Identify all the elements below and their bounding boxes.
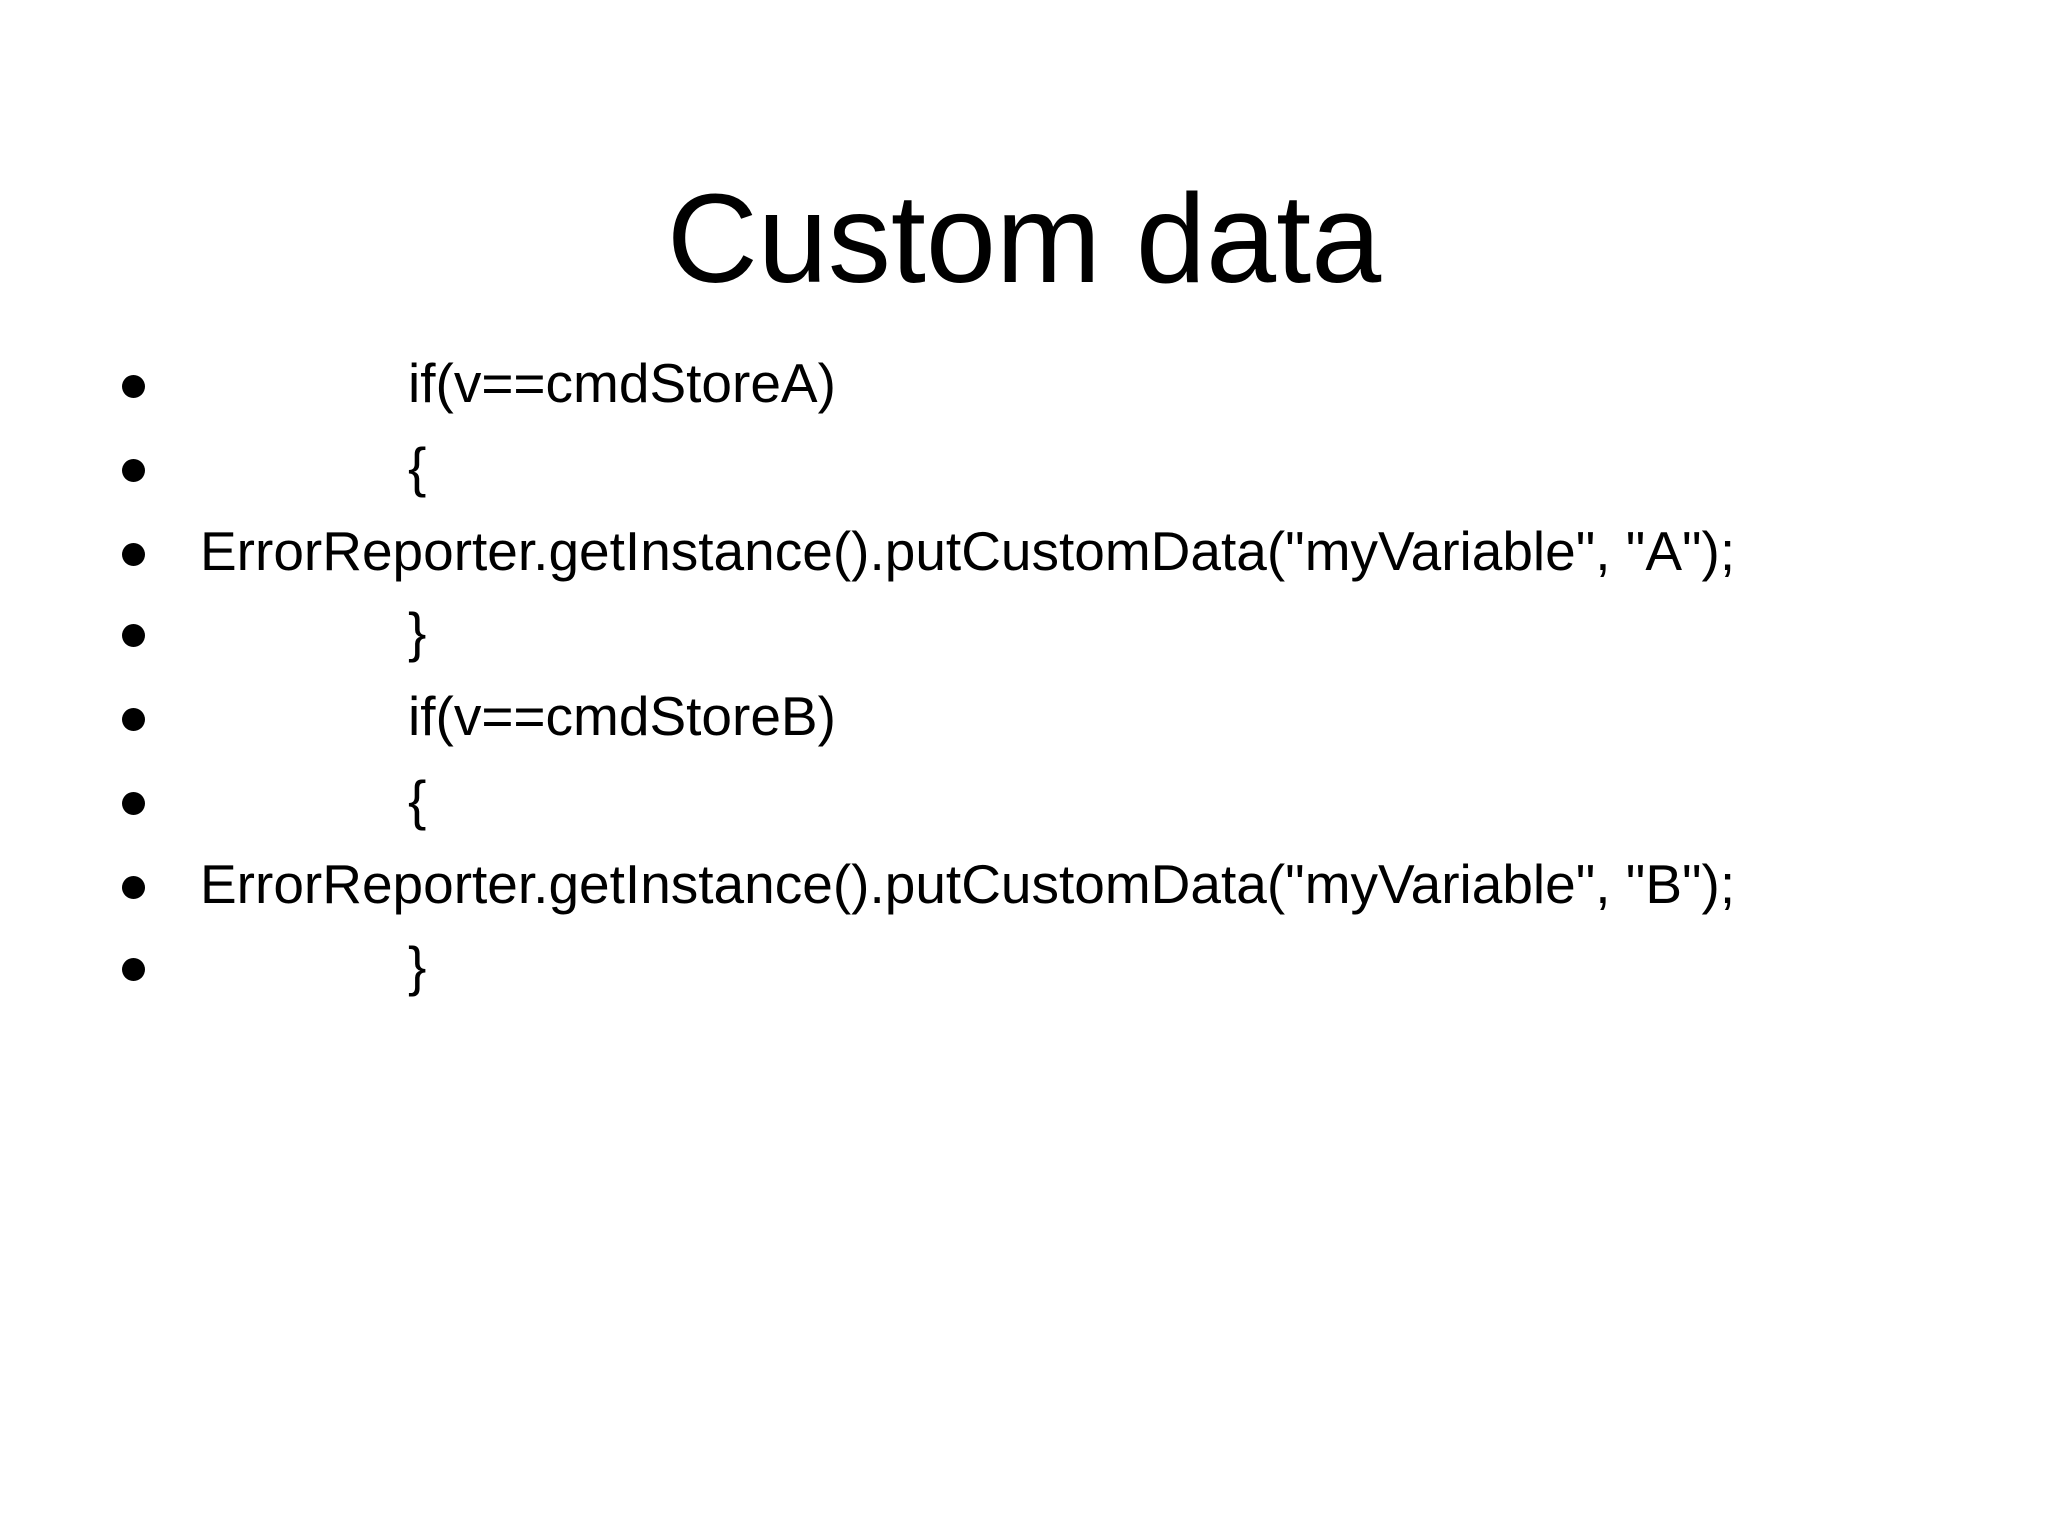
list-item-text: } xyxy=(408,934,427,997)
list-item-text: ErrorReporter.getInstance().putCustomDat… xyxy=(200,519,1736,582)
list-item: if(v==cmdStoreB) xyxy=(0,685,1900,749)
page-title: Custom data xyxy=(666,168,1382,310)
bullet-disc-icon xyxy=(122,691,146,715)
list-item-text: { xyxy=(408,435,427,498)
bullet-disc-icon xyxy=(122,358,146,382)
list-item: { xyxy=(0,769,1900,833)
list-item: ErrorReporter.getInstance().putCustomDat… xyxy=(0,853,1900,917)
list-item-text: if(v==cmdStoreA) xyxy=(408,352,836,414)
bullet-disc-icon xyxy=(122,858,146,882)
bullet-disc-icon xyxy=(122,441,146,465)
list-item-text: } xyxy=(408,601,427,664)
list-item: } xyxy=(0,935,1900,999)
bullet-disc-icon xyxy=(122,525,146,549)
bullet-disc-icon xyxy=(122,775,146,799)
list-item: if(v==cmdStoreA) xyxy=(0,352,1900,416)
list-item: { xyxy=(0,436,1900,500)
list-item-text: if(v==cmdStoreB) xyxy=(408,685,836,748)
bullet-disc-icon xyxy=(122,940,146,964)
bullet-disc-icon xyxy=(122,607,146,631)
slide-body-bullet-list: if(v==cmdStoreA) { ErrorReporter.getInstan… xyxy=(0,352,1900,1018)
list-item: ErrorReporter.getInstance().putCustomDat… xyxy=(0,520,1900,584)
list-item-text: ErrorReporter.getInstance().putCustomDat… xyxy=(200,852,1736,915)
list-item: } xyxy=(0,601,1900,665)
list-item-text: { xyxy=(408,768,427,831)
